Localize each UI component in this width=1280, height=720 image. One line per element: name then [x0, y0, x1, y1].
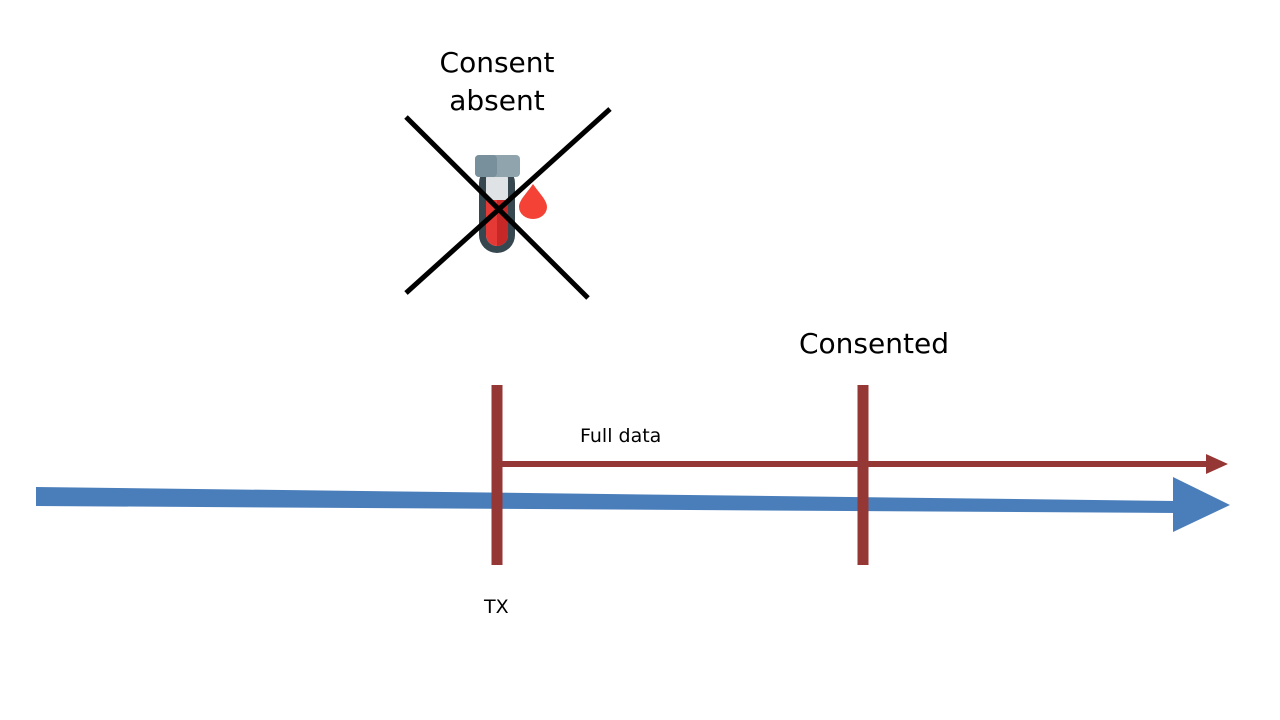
consented-label: Consented — [799, 327, 949, 360]
consent-absent-label: Consent absent — [407, 44, 587, 120]
consent-absent-label-line1: Consent — [439, 46, 555, 79]
tx-label: TX — [484, 596, 509, 618]
timeline-arrow — [36, 477, 1230, 532]
consent-absent-label-line2: absent — [449, 84, 545, 117]
blood-sample-tube-icon — [475, 155, 547, 253]
full-data-arrow — [497, 454, 1228, 474]
cross-out-icon — [404, 107, 612, 300]
full-data-label: Full data — [580, 425, 662, 447]
timeline-arrow-shaft — [36, 487, 1176, 513]
full-data-arrow-head — [1206, 454, 1228, 474]
timeline-arrow-head — [1173, 477, 1230, 532]
